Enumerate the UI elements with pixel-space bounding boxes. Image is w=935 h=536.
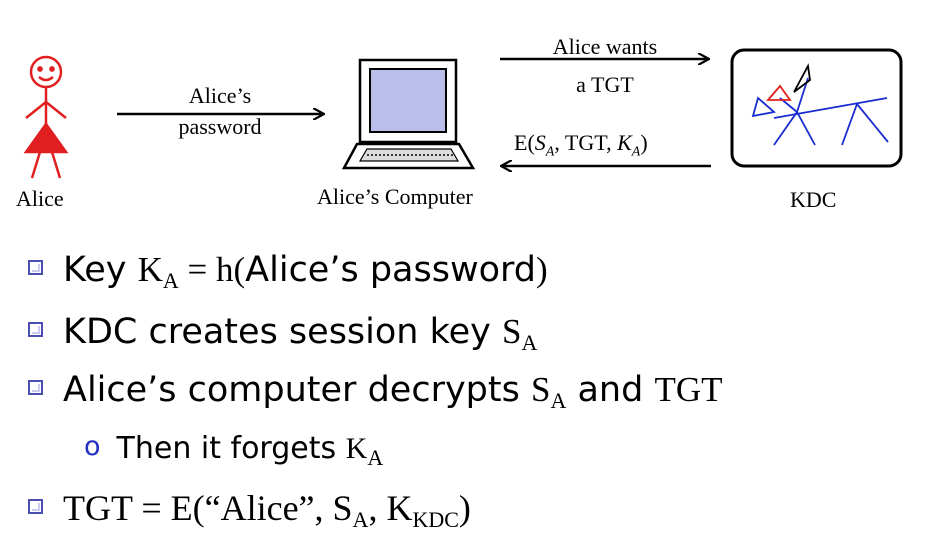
tgt-request-label: Alice wants a TGT [520, 28, 690, 104]
password-arrow-label: Alice’s password [152, 80, 288, 142]
tgt-request-line2: a TGT [576, 72, 634, 97]
bullet-tgt-def: TGT = E(“Alice”, SA, KKDC) [28, 490, 471, 531]
sub-bullet-text: Then it forgets [116, 431, 346, 466]
sub-bullet-K-sub: A [367, 445, 384, 470]
bullet-decrypt-TGT: TGT [654, 370, 723, 409]
kdc-reply-label: E(SA, TGT, KA) [514, 130, 648, 160]
diagram-graphics [23, 48, 903, 179]
sub-bullet-forget: o Then it forgets KA [84, 433, 383, 469]
reply-k: K [617, 130, 632, 155]
bullet-decrypt-S: S [530, 370, 551, 409]
kdc-box [730, 48, 903, 168]
computer-icon [341, 58, 476, 170]
password-label-line1: Alice’s [188, 83, 252, 108]
bullet-decrypt-text2: and [566, 370, 655, 410]
reply-func: E( [514, 130, 535, 155]
reply-k-sub: A [631, 144, 641, 160]
bullet-square-icon [28, 322, 43, 337]
bullet-session-text: KDC creates session key [63, 312, 503, 352]
bullet-session-S: S [502, 312, 522, 351]
bullet-decrypt-S-sub: A [550, 388, 567, 413]
bullet-square-icon [28, 499, 43, 514]
sub-bullet-K: K [345, 432, 368, 465]
computer-label: Alice’s Computer [317, 184, 473, 209]
bullet-key-close: ) [536, 250, 548, 289]
bullet-session-S-sub: A [521, 330, 538, 355]
bullet-decrypt: Alice’s computer decrypts SA and TGT [28, 372, 723, 412]
bullet-session-key: KDC creates session key SA [28, 314, 537, 354]
bullet-key-text2: Alice’s password [245, 250, 536, 290]
bullet-key-text1: Key [63, 250, 138, 290]
cerberus-dog-icon [751, 63, 889, 146]
password-label-line2: password [178, 114, 262, 139]
bullet-square-icon [28, 260, 43, 275]
reply-s: S [534, 130, 546, 155]
bullet-tgt-S-sub: A [352, 507, 369, 532]
sub-bullet-marker: o [84, 431, 101, 462]
bullet-key: Key KA = h(Alice’s password) [28, 252, 548, 292]
alice-label: Alice [16, 186, 64, 211]
reply-close: ) [640, 130, 648, 155]
kdc-label: KDC [790, 187, 837, 212]
reply-mid: , TGT, [554, 130, 618, 155]
bullet-tgt-K-sub: KDC [412, 507, 459, 532]
bullet-tgt-text2: , K [368, 488, 413, 528]
bullet-decrypt-text1: Alice’s computer decrypts [63, 370, 531, 410]
bullet-tgt-close: ) [458, 488, 471, 528]
bullet-square-icon [28, 380, 43, 395]
bullet-key-K-sub: A [162, 268, 179, 293]
bullet-tgt-text1: TGT = E(“Alice”, S [63, 488, 353, 528]
bullet-key-eq: = h( [178, 250, 246, 289]
bullet-key-K: K [137, 250, 163, 289]
reply-s-sub: A [545, 144, 555, 160]
tgt-request-line1: Alice wants [552, 34, 658, 59]
alice-figure-icon [23, 55, 69, 179]
